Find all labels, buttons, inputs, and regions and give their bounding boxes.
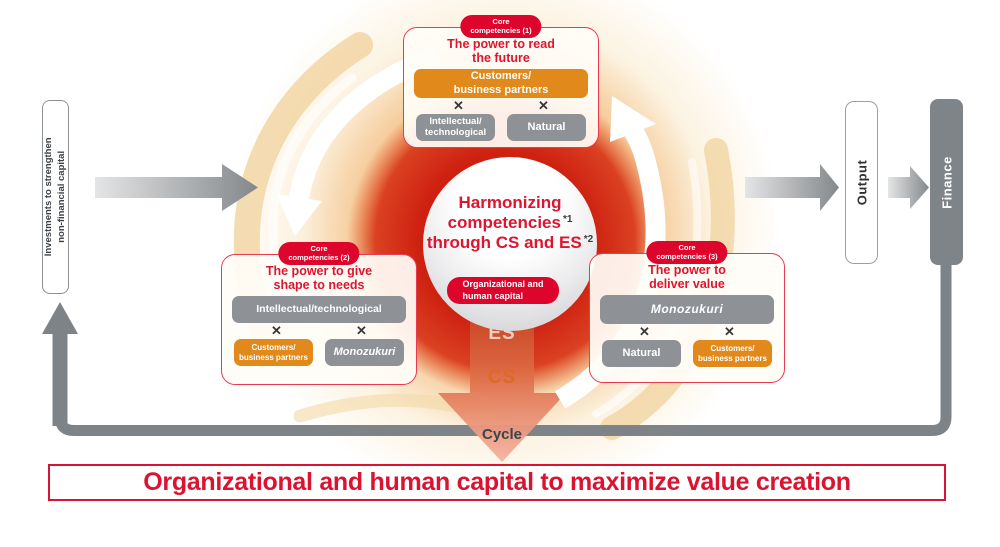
- finance-label: Finance: [939, 155, 954, 209]
- capital-chip-monozukuri: Monozukuri: [325, 339, 404, 366]
- cycle-down-arrow-icon: [438, 296, 566, 462]
- flow-arrow-input-icon: [95, 164, 258, 211]
- factor-row: Natural Customers/ business partners: [602, 340, 772, 367]
- bottom-banner: Organizational and human capital to maxi…: [48, 464, 946, 501]
- capital-chip-monozukuri: Monozukuri: [600, 295, 774, 324]
- cross-icon: ✕: [639, 324, 650, 339]
- flow-arrow-finance-icon: [888, 166, 929, 209]
- multiply-row: ✕ ✕: [234, 324, 404, 338]
- output-box: Output: [845, 101, 878, 264]
- capital-chip-natural: Natural: [507, 114, 586, 141]
- multiply-row: ✕ ✕: [602, 325, 772, 339]
- core-competency-1-title: The power to read the future: [447, 37, 555, 65]
- core-competency-3-box: Core competencies (3) The power to deliv…: [589, 241, 785, 383]
- capital-chip-intellectual: Intellectual/technological: [232, 296, 406, 323]
- investments-box: Investments to strengthen non-financial …: [42, 100, 69, 294]
- capital-chip-customers: Customers/ business partners: [414, 69, 588, 98]
- factor-row: Customers/ business partners Monozukuri: [234, 339, 404, 366]
- harmonizing-line1: Harmonizing: [458, 193, 562, 212]
- core-competency-2-badge: Core competencies (2): [278, 242, 360, 265]
- flow-arrow-output-icon: [745, 164, 839, 211]
- harmonizing-circle: Harmonizing competencies*1 through CS an…: [423, 157, 597, 331]
- capital-chip-customers: Customers/ business partners: [234, 339, 313, 366]
- core-competency-1-badge: Core competencies (1): [460, 15, 542, 38]
- capital-chip-intellectual: Intellectual/ technological: [416, 114, 495, 141]
- finance-box: Finance: [930, 99, 963, 265]
- core-competency-3-title: The power to deliver value: [648, 263, 726, 291]
- harmonizing-line3: through CS and ES*2: [426, 233, 594, 253]
- org-human-capital-badge: Organizational and human capital: [447, 277, 559, 304]
- investments-label: Investments to strengthen non-financial …: [42, 137, 67, 257]
- harmonizing-title: Harmonizing competencies*1 through CS an…: [423, 193, 597, 253]
- capital-chip-customers: Customers/ business partners: [693, 340, 772, 367]
- footnote-1-marker: *1: [562, 214, 573, 226]
- core-competency-2-box: Core competencies (2) The power to give …: [221, 242, 417, 385]
- multiply-row: ✕ ✕: [416, 99, 586, 113]
- footnote-2-marker: *2: [583, 234, 594, 246]
- output-label: Output: [854, 159, 869, 206]
- cycle-label: Cycle: [481, 426, 523, 443]
- capital-chip-natural: Natural: [602, 340, 681, 367]
- cross-icon: ✕: [453, 98, 464, 113]
- cross-icon: ✕: [724, 324, 735, 339]
- harmonizing-line2: competencies*1: [447, 213, 573, 233]
- factor-row: Intellectual/ technological Natural: [416, 114, 586, 141]
- core-competency-2-title: The power to give shape to needs: [265, 264, 373, 292]
- cross-icon: ✕: [356, 323, 367, 338]
- cross-icon: ✕: [271, 323, 282, 338]
- cross-icon: ✕: [538, 98, 549, 113]
- cs-label: CS: [487, 367, 517, 388]
- core-competency-1-box: Core competencies (1) The power to read …: [403, 15, 599, 148]
- core-competency-3-badge: Core competencies (3): [646, 241, 728, 264]
